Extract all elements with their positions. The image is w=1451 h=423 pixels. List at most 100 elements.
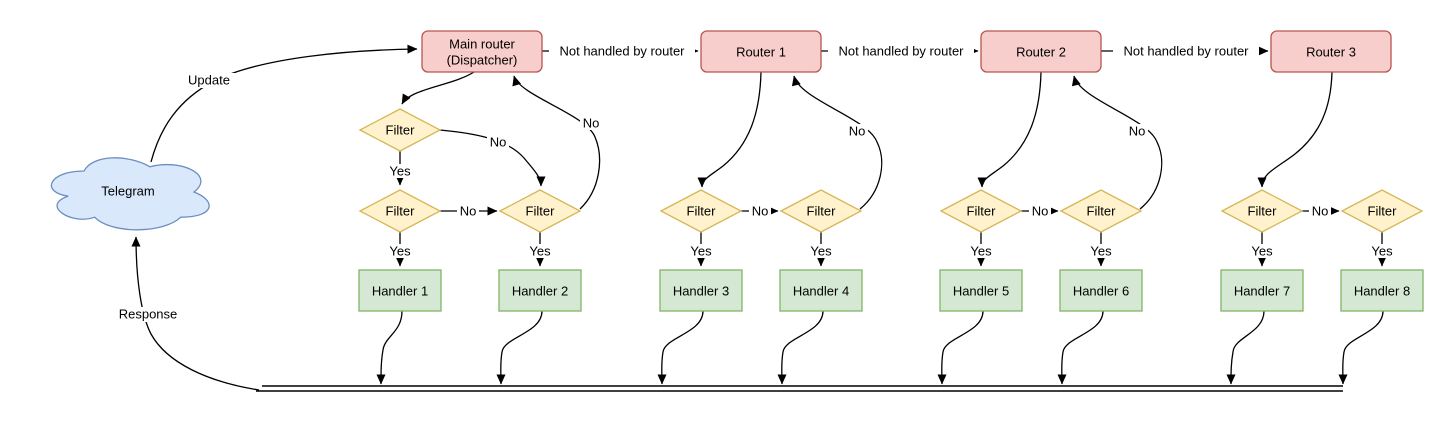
filter-main-right-node xyxy=(498,189,582,233)
label-bg xyxy=(114,307,182,322)
label-bg xyxy=(1309,204,1331,218)
handler-3-label: Handler 3 xyxy=(673,284,729,299)
label-not-handled-2: Not handled by router xyxy=(838,44,964,59)
label-yes-4: Yes xyxy=(810,244,832,259)
filter-router3-left-node xyxy=(1220,189,1304,233)
label-yes-7: Yes xyxy=(1251,244,1273,259)
router-2-node xyxy=(980,30,1102,73)
label-bg xyxy=(1248,244,1276,258)
label-bg xyxy=(457,204,479,218)
label-response: Response xyxy=(119,307,178,322)
edge-filter-no-to-router1 xyxy=(791,75,883,210)
filter-main-left-label: Filter xyxy=(386,204,416,219)
filter-router1-right-label: Filter xyxy=(807,204,837,219)
filter-router1-right-node xyxy=(779,189,863,233)
label-no-router1-pair: No xyxy=(752,204,769,219)
label-yes-1: Yes xyxy=(389,244,411,259)
handler-7-label: Handler 7 xyxy=(1234,284,1290,299)
label-yes-2: Yes xyxy=(529,244,551,259)
label-bg xyxy=(487,135,509,149)
handler-3-node xyxy=(659,269,743,312)
label-no-router2-pair: No xyxy=(1032,204,1049,219)
label-bg xyxy=(1087,244,1115,258)
filter-main-right-label: Filter xyxy=(526,204,556,219)
edge-handler4-to-bus xyxy=(777,310,824,385)
router-3-label: Router 3 xyxy=(1306,45,1356,60)
edge-main-filter2-no-to-router xyxy=(512,75,601,210)
handler-1-node xyxy=(358,269,442,312)
handler-2-label: Handler 2 xyxy=(512,284,568,299)
edge-filter-no-to-router2 xyxy=(1071,75,1163,210)
label-update: Update xyxy=(188,73,230,88)
edge-update xyxy=(150,44,418,163)
edge-handler5-to-bus xyxy=(937,310,984,385)
edges xyxy=(131,44,1387,392)
filter-router2-left-label: Filter xyxy=(967,204,997,219)
filter-router1-left-label: Filter xyxy=(687,204,717,219)
filter-router3-right-label: Filter xyxy=(1368,204,1398,219)
main-router-label-line2: (Dispatcher) xyxy=(447,53,518,68)
label-no-main-return: No xyxy=(583,116,600,131)
label-no-main-pair: No xyxy=(460,204,477,219)
label-bg xyxy=(526,244,554,258)
label-bg xyxy=(386,164,414,178)
label-yes-3: Yes xyxy=(690,244,712,259)
router-3-node xyxy=(1270,30,1392,73)
label-bg xyxy=(1029,204,1051,218)
label-bg xyxy=(386,244,414,258)
filter-router3-right-node xyxy=(1340,189,1424,233)
label-bg xyxy=(967,244,995,258)
nodes: Telegram Main router (Dispatcher) Router… xyxy=(50,30,1424,312)
main-router-label-line1: Main router xyxy=(449,37,515,52)
handler-6-label: Handler 6 xyxy=(1073,284,1129,299)
label-yes-6: Yes xyxy=(1090,244,1112,259)
handler-6-node xyxy=(1059,269,1143,312)
label-bg xyxy=(687,244,715,258)
label-no-router3-pair: No xyxy=(1312,204,1329,219)
handler-4-label: Handler 4 xyxy=(793,284,849,299)
edge-handler6-to-bus xyxy=(1057,310,1104,385)
filter-router3-left-label: Filter xyxy=(1248,204,1278,219)
edge-labels: Update Response Not handled by router No… xyxy=(114,44,1396,322)
label-bg xyxy=(1126,124,1148,138)
filter-main-left-node xyxy=(358,189,442,233)
telegram-label: Telegram xyxy=(101,184,154,199)
handler-8-node xyxy=(1340,269,1424,312)
label-bg xyxy=(749,204,771,218)
handler-4-node xyxy=(779,269,863,312)
handler-2-node xyxy=(498,269,582,312)
label-bg xyxy=(1368,244,1396,258)
label-bg xyxy=(846,124,868,138)
label-bg xyxy=(183,73,235,88)
label-bg xyxy=(807,244,835,258)
edge-handler8-to-bus xyxy=(1338,310,1384,385)
filter-main-top-label: Filter xyxy=(386,123,416,138)
handler-1-label: Handler 1 xyxy=(372,284,428,299)
edge-main-router-to-filter xyxy=(401,71,475,105)
filter-main-top-node xyxy=(358,108,442,152)
label-yes-8: Yes xyxy=(1371,244,1393,259)
label-no-router1-return: No xyxy=(849,124,866,139)
edge-router1-to-filter xyxy=(697,71,762,188)
handler-5-node xyxy=(939,269,1023,312)
edge-handler2-to-bus xyxy=(496,310,543,385)
edge-router3-to-filter xyxy=(1257,71,1333,188)
label-bg xyxy=(1113,44,1259,59)
router-2-label: Router 2 xyxy=(1016,45,1066,60)
filter-router2-left-node xyxy=(939,189,1023,233)
handler-8-label: Handler 8 xyxy=(1354,284,1410,299)
label-no-router2-return: No xyxy=(1129,124,1146,139)
router-1-label: Router 1 xyxy=(736,45,786,60)
edge-handler7-to-bus xyxy=(1226,310,1265,385)
filter-router1-left-node xyxy=(659,189,743,233)
label-not-handled-1: Not handled by router xyxy=(559,44,685,59)
label-bg xyxy=(580,116,602,130)
label-no-main-curve: No xyxy=(490,135,507,150)
filter-router2-right-label: Filter xyxy=(1087,204,1117,219)
label-bg xyxy=(549,44,695,59)
label-yes-main-top: Yes xyxy=(389,164,411,179)
handler-5-label: Handler 5 xyxy=(953,284,1009,299)
main-router-node xyxy=(421,30,543,73)
